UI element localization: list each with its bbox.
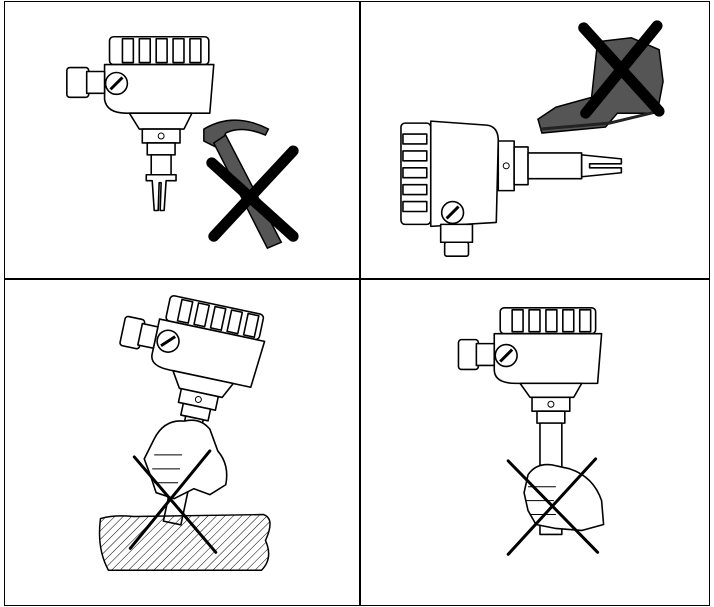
ground-surface bbox=[100, 515, 270, 571]
sensor-housing-horizontal bbox=[401, 121, 621, 256]
sensor-held-by-probe-prohibited-icon bbox=[361, 280, 709, 605]
hand-icon bbox=[524, 465, 604, 531]
sensor-housing bbox=[67, 37, 214, 211]
instruction-grid bbox=[4, 1, 710, 606]
panel-boot bbox=[360, 1, 710, 279]
sensor-with-hammer-prohibited-icon bbox=[5, 2, 359, 278]
hand-icon bbox=[144, 420, 226, 499]
sensor-under-boot-prohibited-icon bbox=[361, 2, 709, 278]
panel-hammer bbox=[4, 1, 360, 279]
panel-hand-grip bbox=[360, 279, 710, 606]
sensor-probe-pressed-into-ground-prohibited-icon bbox=[5, 280, 359, 605]
panel-ground bbox=[4, 279, 360, 606]
